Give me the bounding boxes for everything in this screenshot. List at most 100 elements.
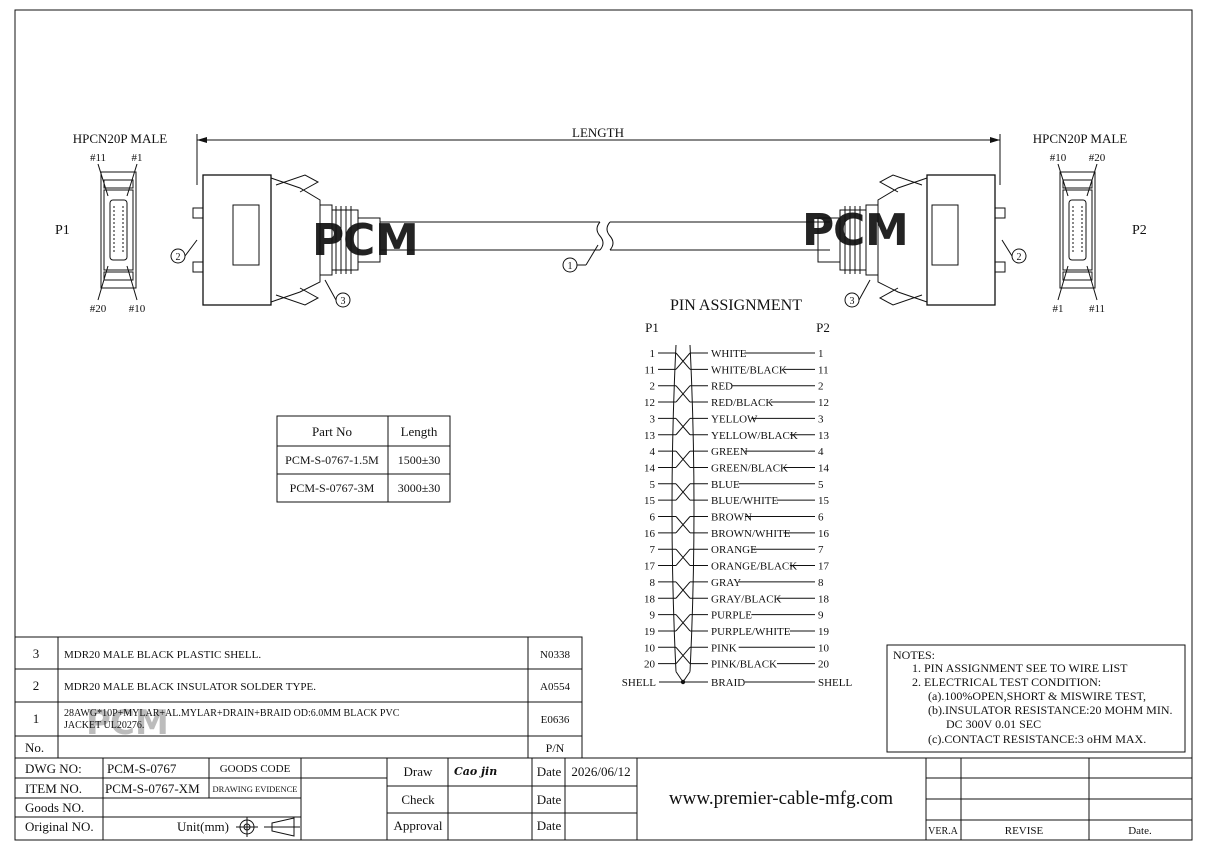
pin-p1-number: 16 bbox=[644, 528, 656, 540]
p2-connector-body bbox=[817, 174, 1006, 306]
pin-wire-color: RED/BLACK bbox=[711, 397, 773, 409]
pin-wire-color: GRAY/BLACK bbox=[711, 593, 782, 605]
pcm-logo-right: P C M bbox=[802, 205, 909, 256]
p1-face-view bbox=[97, 163, 138, 301]
notes-line: (a).100%OPEN,SHORT & MISWIRE TEST, bbox=[928, 689, 1146, 703]
pin-assignment-p1-label: P1 bbox=[645, 320, 659, 335]
pin-p1-number: 3 bbox=[650, 413, 656, 425]
pin-wire-color: GREEN bbox=[711, 446, 748, 458]
bom-row-pn: A0554 bbox=[540, 681, 570, 693]
twisted-pair-cross bbox=[675, 516, 691, 534]
p1-pin-top-right: #1 bbox=[132, 152, 143, 164]
pin-p2-number: 20 bbox=[818, 659, 830, 671]
title-block: DWG NO: PCM-S-0767 GOODS CODE ITEM NO. P… bbox=[15, 757, 1192, 840]
p2-pin-top-left: #10 bbox=[1050, 152, 1067, 164]
p1-pin-bottom-right: #10 bbox=[129, 303, 146, 315]
bom-row-desc: MDR20 MALE BLACK PLASTIC SHELL. bbox=[64, 649, 261, 661]
svg-text:1: 1 bbox=[568, 261, 573, 272]
pin-p1-number: 13 bbox=[644, 430, 656, 442]
revise-label: REVISE bbox=[1005, 825, 1044, 837]
twisted-pair-cross bbox=[675, 614, 691, 632]
pin-wire-color: YELLOW/BLACK bbox=[711, 430, 798, 442]
pin-p1-number: 9 bbox=[650, 610, 656, 622]
drawing-evidence-label: DRAWING EVIDENCE bbox=[212, 784, 297, 794]
pin-p2-number: 15 bbox=[818, 495, 830, 507]
pin-p2-number: 9 bbox=[818, 610, 824, 622]
bill-of-materials: 3 MDR20 MALE BLACK PLASTIC SHELL. N0338 … bbox=[14, 636, 583, 759]
notes-line: 2. ELECTRICAL TEST CONDITION: bbox=[912, 675, 1101, 689]
pin-wire-color: GREEN/BLACK bbox=[711, 462, 788, 474]
part-table-cell: PCM-S-0767-1.5M bbox=[285, 453, 379, 467]
twisted-pair-cross bbox=[675, 581, 691, 599]
pin-wire-color: PURPLE bbox=[711, 610, 752, 622]
svg-text:C: C bbox=[110, 703, 135, 743]
pin-p1-number: 11 bbox=[644, 364, 655, 376]
shell-p2-label: SHELL bbox=[818, 677, 853, 689]
part-table-cell: PCM-S-0767-3M bbox=[290, 481, 375, 495]
pin-wire-color: RED bbox=[711, 381, 733, 393]
pin-p2-number: 13 bbox=[818, 430, 830, 442]
twisted-pair-cross bbox=[675, 352, 691, 370]
notes-line: (c).CONTACT RESISTANCE:3 oHM MAX. bbox=[928, 732, 1146, 746]
projection-symbol-icon bbox=[236, 817, 300, 837]
p2-pin-bottom-right: #11 bbox=[1089, 303, 1105, 315]
draw-date-label: Date bbox=[537, 764, 562, 779]
pin-wire-color: PINK bbox=[711, 642, 737, 654]
part-table-cell: 3000±30 bbox=[398, 481, 441, 495]
pin-p2-number: 5 bbox=[818, 479, 824, 491]
p1-label: P1 bbox=[55, 223, 70, 238]
bom-row-pn: N0338 bbox=[540, 649, 570, 661]
svg-text:M: M bbox=[135, 703, 169, 743]
svg-text:2: 2 bbox=[176, 252, 181, 263]
pin-p1-number: 10 bbox=[644, 642, 656, 654]
pin-p1-number: 14 bbox=[644, 462, 656, 474]
shell-braid-label: BRAID bbox=[711, 677, 745, 689]
p1-connector-title: HPCN20P MALE bbox=[73, 131, 168, 146]
p1-pin-top-left: #11 bbox=[90, 152, 106, 164]
approval-date-label: Date bbox=[537, 818, 562, 833]
notes-line: (b).INSULATOR RESISTANCE:20 MOHM MIN. bbox=[928, 703, 1173, 717]
pin-p2-number: 7 bbox=[818, 544, 824, 556]
svg-text:C: C bbox=[833, 205, 865, 256]
dwg-no-value: PCM-S-0767 bbox=[107, 761, 177, 776]
bom-row-no: 1 bbox=[33, 711, 40, 726]
bom-row-desc: MDR20 MALE BLACK INSULATOR SOLDER TYPE. bbox=[64, 681, 316, 693]
notes-line: 1. PIN ASSIGNMENT SEE TO WIRE LIST bbox=[912, 661, 1128, 675]
pin-wire-color: ORANGE/BLACK bbox=[711, 561, 797, 573]
part-table-cell: 1500±30 bbox=[398, 453, 441, 467]
bom-row-no: 2 bbox=[33, 678, 40, 693]
pin-p2-number: 1 bbox=[818, 348, 824, 360]
pin-p2-number: 19 bbox=[818, 626, 830, 638]
pin-p2-number: 12 bbox=[818, 397, 829, 409]
svg-text:M: M bbox=[375, 215, 419, 266]
goods-code-label: GOODS CODE bbox=[220, 763, 291, 775]
cable-assembly-drawing: LENGTH HPCN20P MALE P1 #11 #1 #20 #10 bbox=[55, 125, 1147, 315]
draw-date-value: 2026/06/12 bbox=[571, 764, 630, 779]
p2-pin-top-right: #20 bbox=[1089, 152, 1106, 164]
cable-body bbox=[380, 221, 830, 251]
pin-assignment-p2-label: P2 bbox=[816, 320, 830, 335]
pin-wire-color: WHITE bbox=[711, 348, 747, 360]
part-table-header-length: Length bbox=[401, 424, 438, 439]
version-label: VER.A bbox=[928, 826, 959, 837]
draw-label: Draw bbox=[404, 764, 433, 779]
pin-p2-number: 3 bbox=[818, 413, 824, 425]
check-label: Check bbox=[401, 792, 435, 807]
pin-p1-number: 1 bbox=[650, 348, 656, 360]
notes-box: NOTES: 1. PIN ASSIGNMENT SEE TO WIRE LIS… bbox=[886, 644, 1186, 753]
pin-p1-number: 2 bbox=[650, 381, 656, 393]
pin-wire-color: WHITE/BLACK bbox=[711, 364, 787, 376]
pin-p1-number: 8 bbox=[650, 577, 656, 589]
svg-text:3: 3 bbox=[341, 296, 346, 307]
pin-wire-color: PINK/BLACK bbox=[711, 659, 777, 671]
bom-row-desc: JACKET UL20276. bbox=[64, 720, 144, 731]
pin-wire-color: GRAY bbox=[711, 577, 741, 589]
svg-text:3: 3 bbox=[850, 296, 855, 307]
twisted-pair-cross bbox=[675, 450, 691, 468]
pin-wire-color: YELLOW bbox=[711, 413, 758, 425]
svg-text:M: M bbox=[865, 205, 909, 256]
pin-p2-number: 6 bbox=[818, 512, 824, 524]
pin-p1-number: 17 bbox=[644, 561, 656, 573]
notes-line: DC 300V 0.01 SEC bbox=[946, 717, 1041, 731]
